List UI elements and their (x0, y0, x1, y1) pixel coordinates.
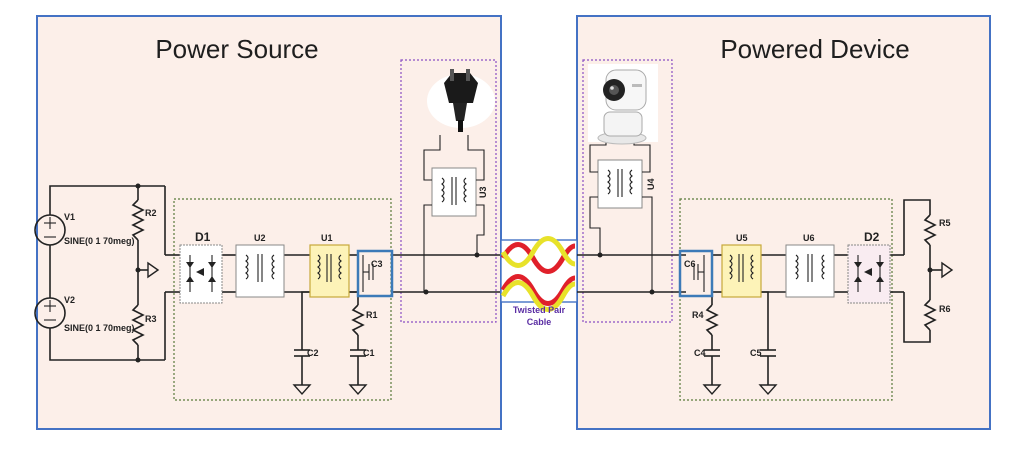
capacitor-c1 (350, 349, 366, 357)
u2-label: U2 (254, 233, 266, 243)
source-coupler-enclosure (400, 59, 497, 323)
transformer-u3 (423, 135, 485, 292)
u4-label: U4 (646, 178, 656, 190)
v2-label: V2 (64, 295, 75, 305)
device-coupler-enclosure (582, 59, 673, 323)
ground-icon-c1 (348, 384, 368, 396)
power-source-title: Power Source (155, 34, 318, 64)
c6-label: C6 (684, 259, 696, 269)
twisted-pair-cable (500, 236, 578, 312)
power-plug-icon (427, 69, 495, 132)
ground-icon-c4 (702, 384, 722, 396)
r5-label: R5 (939, 218, 951, 228)
r1-label: R1 (366, 310, 378, 320)
resistor-r5 (923, 214, 937, 246)
c2-label: C2 (307, 348, 319, 358)
d1-label: D1 (195, 230, 211, 244)
v1-label: V1 (64, 212, 75, 222)
r4-label: R4 (692, 310, 704, 320)
capacitor-c2 (294, 349, 310, 357)
d2-label: D2 (864, 230, 880, 244)
voltage-source-v2 (34, 297, 66, 329)
capacitor-c6 (678, 249, 714, 298)
ground-icon-c2 (292, 384, 312, 396)
powered-device-title: Powered Device (720, 34, 909, 64)
c1-label: C1 (363, 348, 375, 358)
ground-icon-c5 (758, 384, 778, 396)
v1-value: SINE(0 1 70meg) (64, 236, 135, 246)
security-camera-icon (588, 64, 658, 145)
resistor-r3 (131, 304, 145, 346)
transformer-u1 (309, 244, 350, 298)
u1-label: U1 (321, 233, 333, 243)
transformer-u5 (721, 244, 762, 298)
cable-label-line2: Cable (527, 317, 552, 327)
r2-label: R2 (145, 208, 157, 218)
u6-label: U6 (803, 233, 815, 243)
u3-label: U3 (478, 186, 488, 198)
bridge-rectifier-d1 (179, 244, 223, 304)
c4-label: C4 (694, 348, 706, 358)
r6-label: R6 (939, 304, 951, 314)
c3-label: C3 (371, 259, 383, 269)
resistor-r1 (351, 304, 365, 336)
transformer-u6 (785, 244, 835, 298)
r3-label: R3 (145, 314, 157, 324)
resistor-r6 (923, 299, 937, 331)
resistor-r2 (131, 199, 145, 241)
transformer-u2 (235, 244, 285, 298)
v2-value: SINE(0 1 70meg) (64, 323, 135, 333)
voltage-source-v1 (34, 214, 66, 246)
ground-icon-source (147, 261, 160, 279)
capacitor-c4 (704, 349, 720, 357)
power-source-panel (36, 15, 502, 430)
bridge-rectifier-d2 (847, 244, 891, 304)
capacitor-c3 (356, 249, 394, 298)
device-filter-enclosure (679, 198, 893, 401)
resistor-r4 (705, 304, 719, 336)
source-filter-enclosure (173, 198, 392, 401)
source-wiring (49, 183, 500, 385)
c5-label: C5 (750, 348, 762, 358)
capacitor-c5 (760, 349, 776, 357)
u5-label: U5 (736, 233, 748, 243)
ground-icon-device (941, 261, 954, 279)
cable-label-line1: Twisted Pair (513, 305, 566, 315)
